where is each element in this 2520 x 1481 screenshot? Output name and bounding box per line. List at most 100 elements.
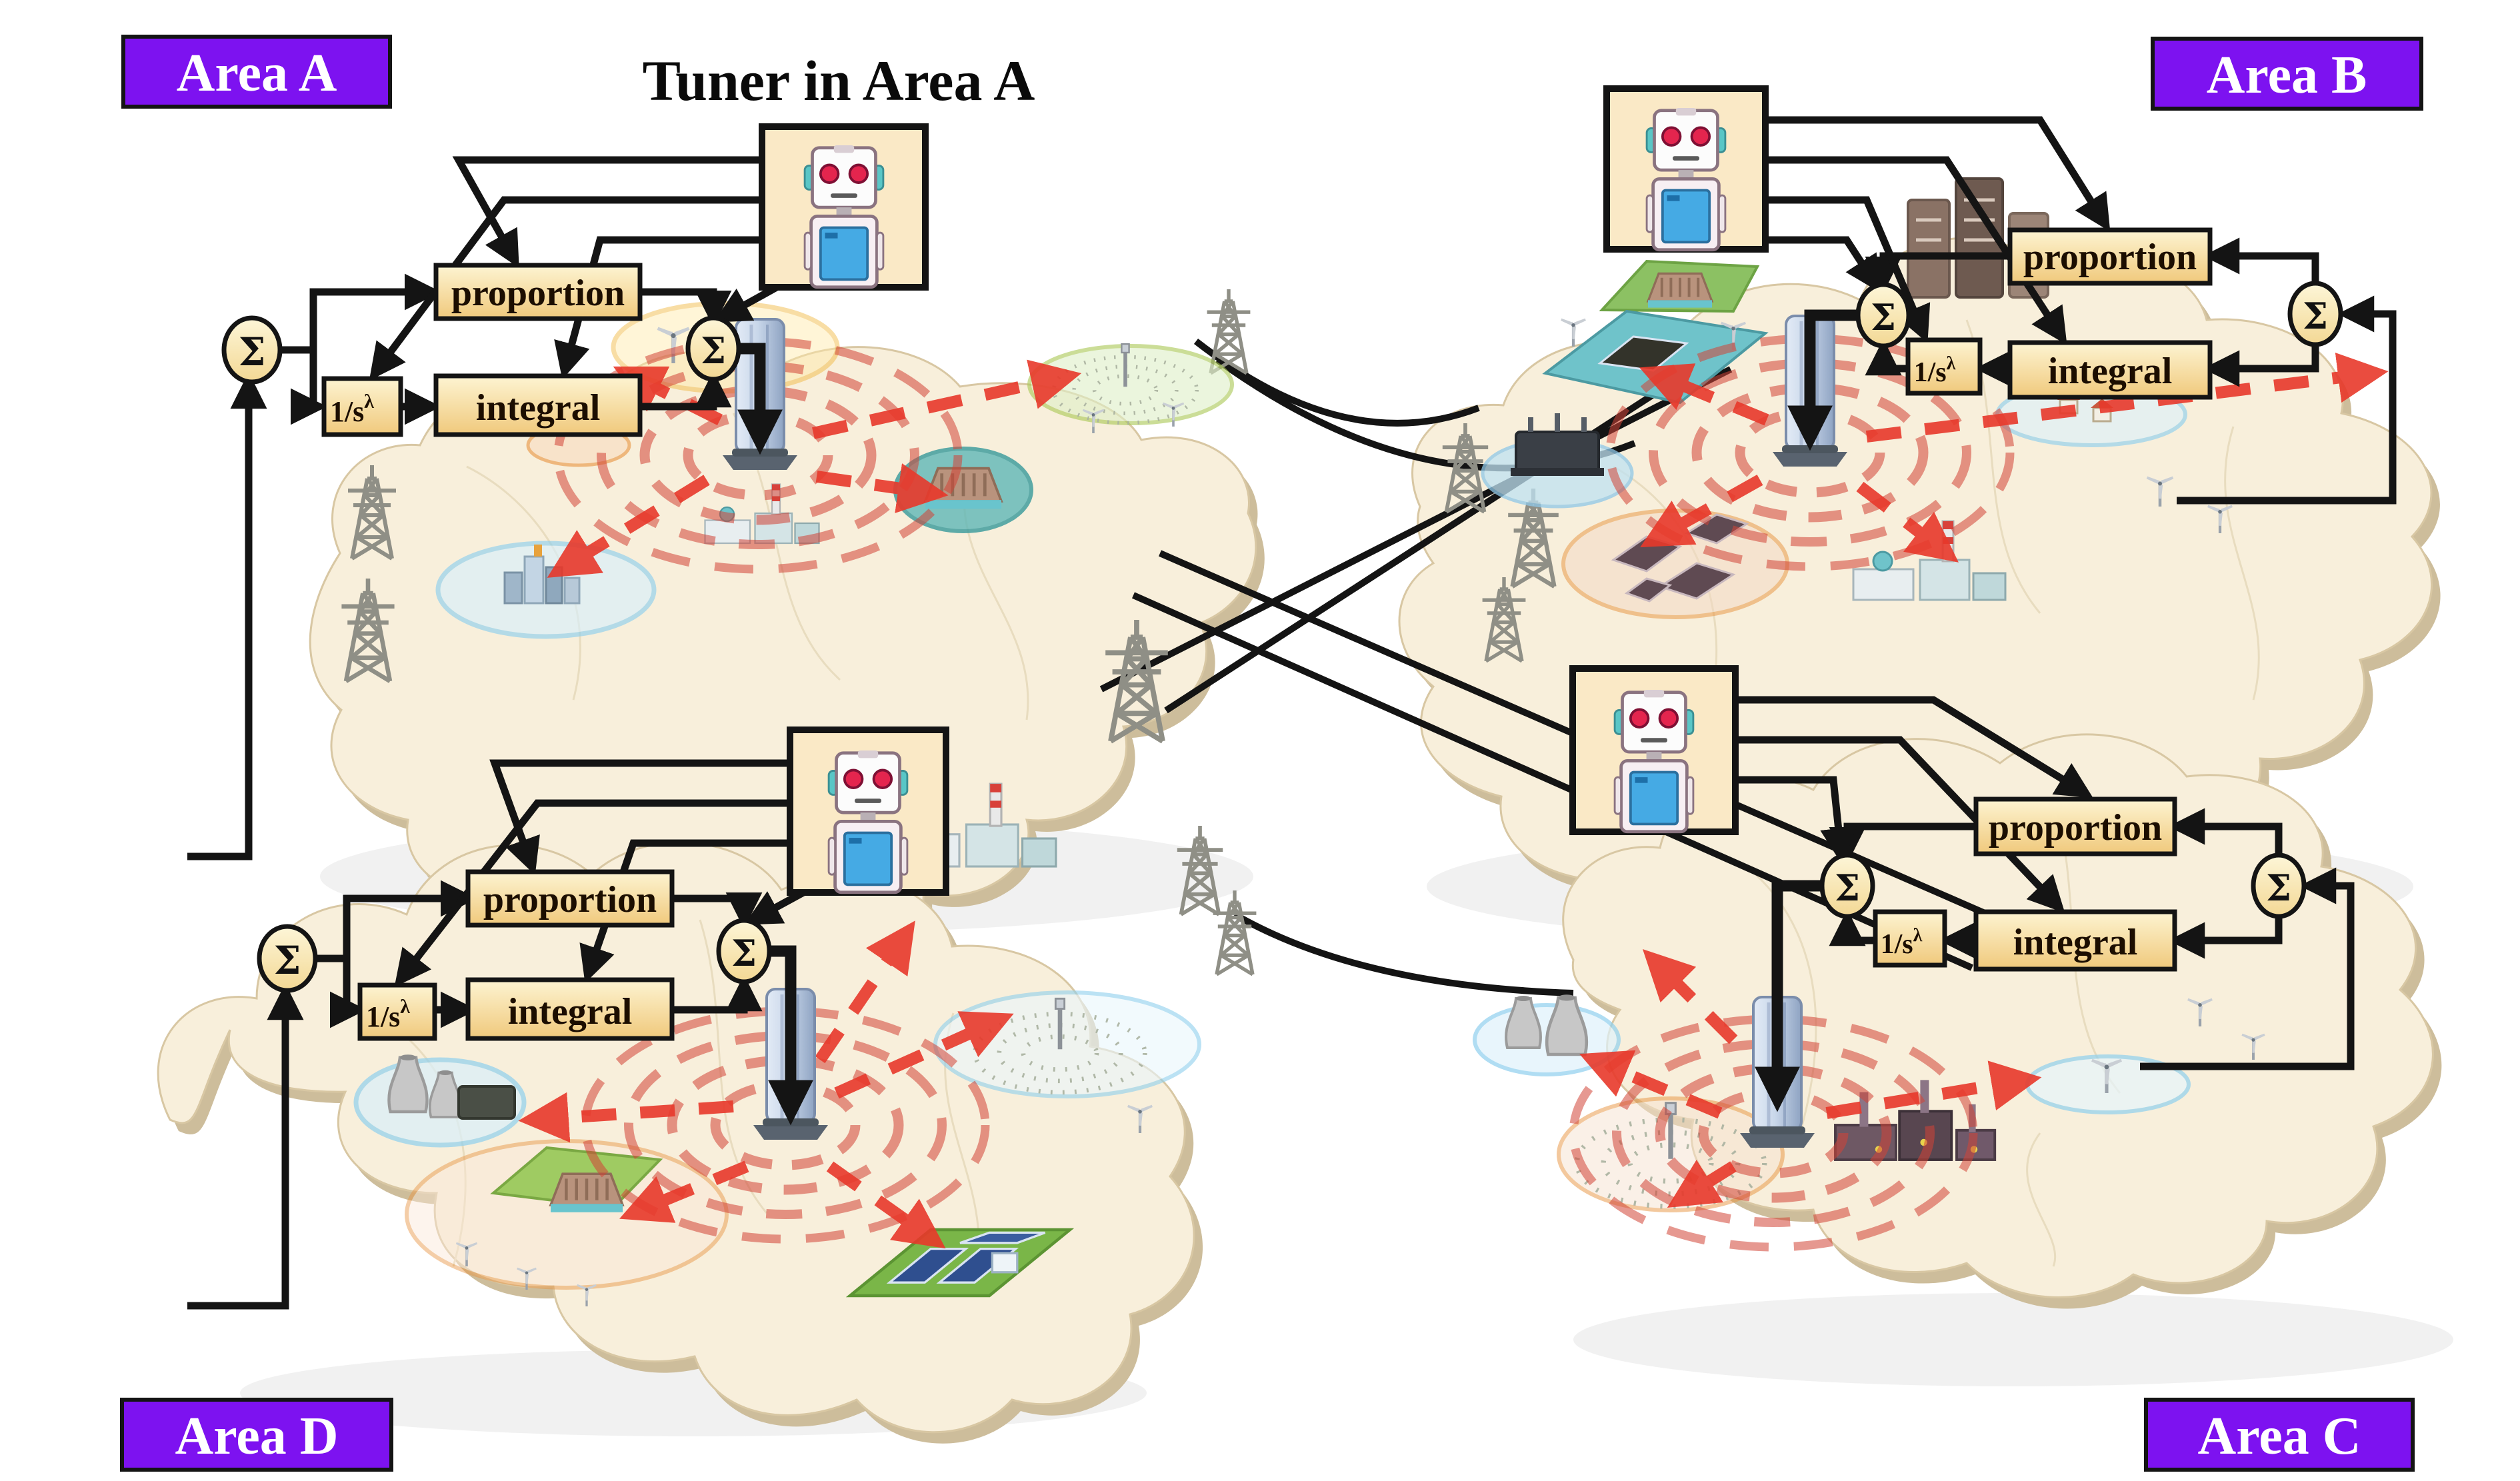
plant-building-d [457,1085,516,1120]
red-signal-arrow [1825,1060,2042,1119]
robot-tuner-icon [829,750,907,892]
fractional-base: 1/s [1881,929,1913,960]
area-c-signal-radiator [1573,948,2042,1247]
integral-block-a [433,373,643,437]
robot-tuner-icon [1615,690,1693,832]
controller-area-c: proportion 1/sλ integral Σ Σ [1735,696,2355,1112]
robot-wire [1735,696,2093,798]
fractional-base: 1/s [366,1000,400,1033]
fractional-exp: λ [1913,925,1923,946]
sum-symbol: Σ [701,329,726,372]
robot-wire [369,196,762,381]
robot-wire [713,284,779,323]
wire [1865,339,1908,376]
area-c-facilities [1473,994,2266,1212]
area-label-b: Area B [2151,37,2423,111]
sigma-sum-icon [221,315,283,385]
red-signal-arrow [1579,1050,1723,1119]
proportion-label: proportion [1989,807,2162,848]
fractional-block-a [321,376,403,437]
robot-wire [1765,116,2111,232]
tuner-box-area-b [1603,85,1769,253]
sum-symbol: Σ [2303,295,2328,337]
proportion-block-b [2007,227,2213,286]
area-label-a: Area A [121,35,392,109]
dense-city-zone-b [1561,509,1789,619]
integral-block-c [1973,909,2177,972]
hydro-dam-icon [925,469,1001,509]
svg-text:1/sλ: 1/sλ [366,996,410,1033]
wire [669,974,763,1014]
hydro-dam-icon [1599,259,1760,313]
integral-block-b [2007,340,2213,400]
command-arrow-a [737,343,783,455]
area-d-signal-radiator [518,920,1014,1249]
command-arrow-c [1755,880,1822,1112]
wire [290,350,327,425]
tuner-box-area-c [1569,665,1739,835]
integral-block-d [465,977,675,1041]
red-signal-arrow [547,475,710,578]
svg-text:1/sλ: 1/sλ [330,391,374,428]
robot-wire [1735,776,1857,865]
area-label-text: Area A [177,44,337,103]
red-signal-arrow [1865,353,2389,443]
fractional-block-b [1905,337,1983,396]
red-signal-arrow [1667,1159,1737,1208]
command-arrow-d [768,945,813,1126]
fractional-block-d [357,982,437,1041]
area-label-text: Area C [2197,1407,2361,1466]
sigma-sum-icon [1819,852,1875,919]
wire-feedback-a [187,372,267,860]
controller-area-b: proportion 1/sλ integral Σ Σ [1765,116,2397,505]
svg-text:1/sλ: 1/sλ [1914,353,1956,388]
fractional-exp: λ [400,996,410,1018]
red-signal-arrow [619,1160,749,1223]
area-label-c: Area C [2144,1398,2415,1472]
wire [2168,808,2283,860]
sigma-sum-icon [716,918,772,984]
wire [1829,909,1875,946]
sigma-sum-icon [685,315,741,382]
csp-zone-d [933,990,1201,1098]
sigma-sum-icon [257,924,318,993]
red-signal-arrow [826,1161,946,1249]
tie-line-straight-1 [1099,366,1733,693]
integral-label: integral [2048,351,2173,392]
fractional-block-c [1873,909,1947,968]
robot-wire [1765,196,1931,343]
sum-symbol: Σ [273,938,301,983]
wire [2203,237,2319,289]
red-signal-arrow [812,359,1082,439]
proportion-label: proportion [483,879,657,920]
robot-wire [452,156,762,268]
robot-tuner-icon [1647,108,1725,250]
red-signal-arrow [518,1092,734,1143]
csp-zone-a [1027,344,1234,425]
red-signal-arrow [1639,363,1769,426]
sum-symbol: Σ [2266,866,2291,909]
sigma-sum-icon [2287,281,2343,347]
fractional-base: 1/s [1914,357,1947,388]
wire [343,880,477,958]
wire [640,371,732,411]
wire [1865,252,2010,293]
diagram-title: Tuner in Area A [643,49,1035,113]
integral-label: integral [508,991,633,1032]
fractional-base: 1/s [330,395,364,428]
robot-wire [743,889,805,925]
area-b-signal-radiator [1610,316,2389,567]
wire-feedback-c [2140,867,2355,1070]
robot-wire [394,799,790,987]
wire-feedback-d [187,983,304,1310]
solar-wind-platform-b [1542,309,1769,405]
wire [329,958,367,1028]
tuner-box-area-a [759,123,929,291]
robot-wire [579,839,790,983]
tie-line-d-east [1233,911,1574,996]
wire [309,273,441,350]
red-signal-arrow [815,920,915,1064]
proportion-block-c [1973,796,2177,856]
fractional-exp: λ [364,391,374,413]
red-signal-arrow [1856,481,1959,563]
